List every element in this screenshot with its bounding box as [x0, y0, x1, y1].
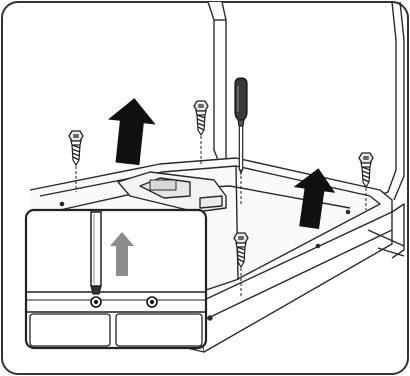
- screwdriver-shaft: [91, 212, 101, 294]
- screw-hole: [147, 297, 157, 307]
- screw-hole: [91, 297, 101, 307]
- detail-inset: [26, 210, 206, 348]
